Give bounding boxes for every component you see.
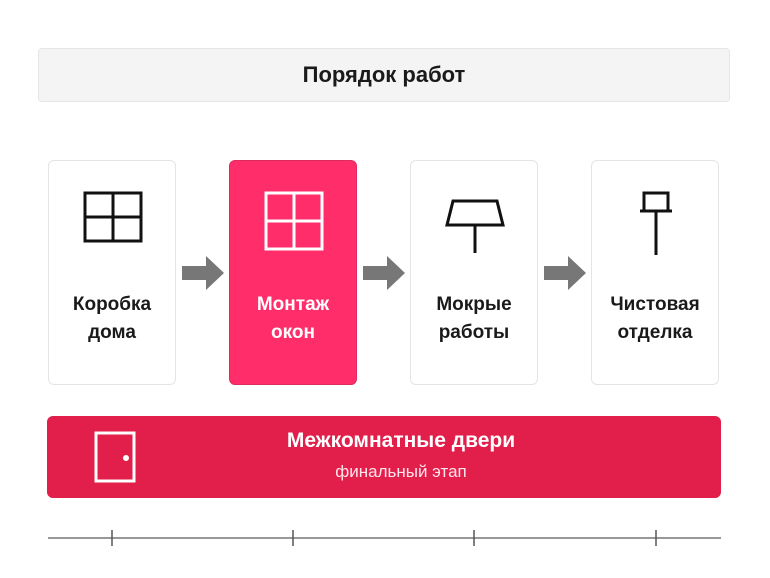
window-grid-icon	[264, 191, 324, 251]
arrow-right-icon	[363, 256, 405, 290]
timeline-axis	[48, 530, 721, 546]
trowel-icon	[445, 199, 505, 253]
final-stage-banner: Межкомнатные двери финальный этап	[47, 416, 721, 498]
window-grid-icon	[83, 191, 143, 243]
step-card-box: Коробка дома	[48, 160, 176, 385]
banner-title: Межкомнатные двери	[286, 429, 516, 452]
step-card-wet-works: Мокрые работы	[410, 160, 538, 385]
step-card-finishing: Чистовая отделка	[591, 160, 719, 385]
door-icon	[94, 431, 136, 483]
step-label: Монтаж окон	[256, 294, 330, 343]
step-label: Чистовая отделка	[610, 294, 700, 343]
arrow-right-icon	[182, 256, 224, 290]
arrow-right-icon	[544, 256, 586, 290]
banner-subtitle: финальный этап	[335, 462, 467, 481]
step-label: Коробка дома	[72, 294, 152, 343]
paint-roller-icon	[640, 191, 672, 255]
diagram-title: Порядок работ	[38, 48, 730, 102]
step-card-windows: Монтаж окон	[229, 160, 357, 385]
step-label: Мокрые работы	[436, 294, 512, 343]
